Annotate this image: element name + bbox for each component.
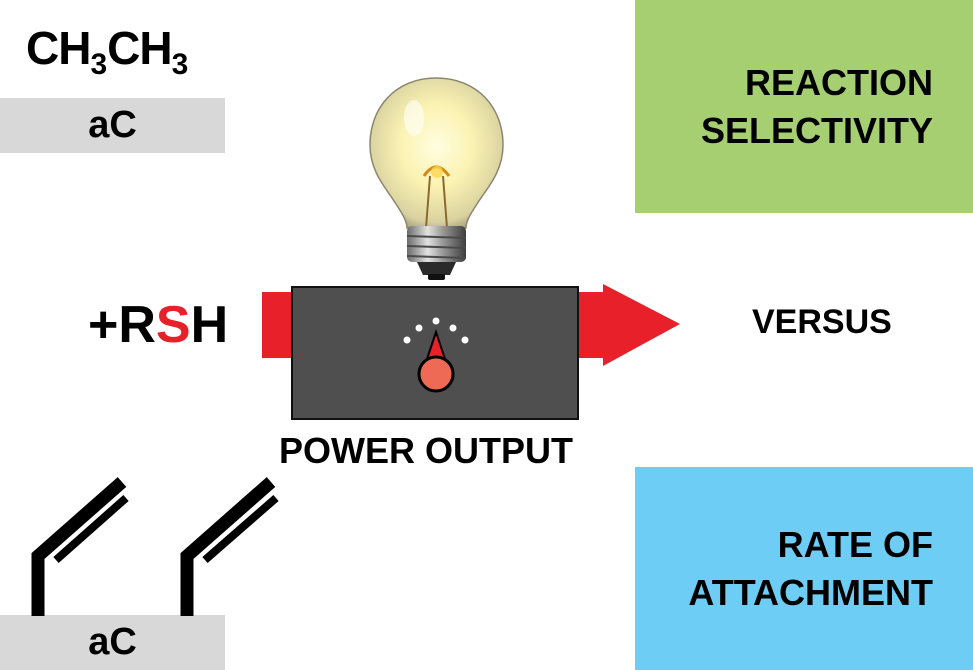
formula-subscript: 3 — [90, 48, 108, 81]
formula-part: CH — [26, 22, 91, 74]
power-output-label: POWER OUTPUT — [279, 430, 573, 471]
formula-subscript: 3 — [171, 48, 189, 81]
panel-line: SELECTIVITY — [700, 109, 933, 151]
light-bulb-icon — [369, 77, 504, 280]
alkene-bonds-icon — [31, 477, 279, 616]
reagent-label: +RSH — [88, 290, 228, 360]
bottom-surface-bar: aC — [0, 615, 225, 670]
panel-line: REACTION — [745, 61, 933, 103]
panel-line: ATTACHMENT — [688, 571, 933, 613]
top-surface-label: aC — [88, 104, 137, 146]
rate-of-attachment-panel: RATE OF ATTACHMENT — [635, 467, 973, 670]
ethane-formula: CH3CH3 — [26, 18, 188, 95]
panel-line: RATE OF — [777, 523, 933, 565]
formula-part: CH — [107, 22, 172, 74]
reaction-selectivity-panel: REACTION SELECTIVITY — [635, 0, 973, 213]
reagent-sulfur: S — [155, 296, 191, 354]
reagent-suffix: H — [190, 296, 229, 354]
versus-label: VERSUS — [752, 303, 892, 341]
power-dial-icon — [403, 317, 469, 393]
process-arrow — [262, 284, 680, 366]
reagent-prefix: +R — [88, 296, 156, 354]
power-output-box — [291, 286, 579, 420]
top-surface-bar: aC — [0, 98, 225, 153]
bottom-surface-label: aC — [88, 621, 137, 663]
